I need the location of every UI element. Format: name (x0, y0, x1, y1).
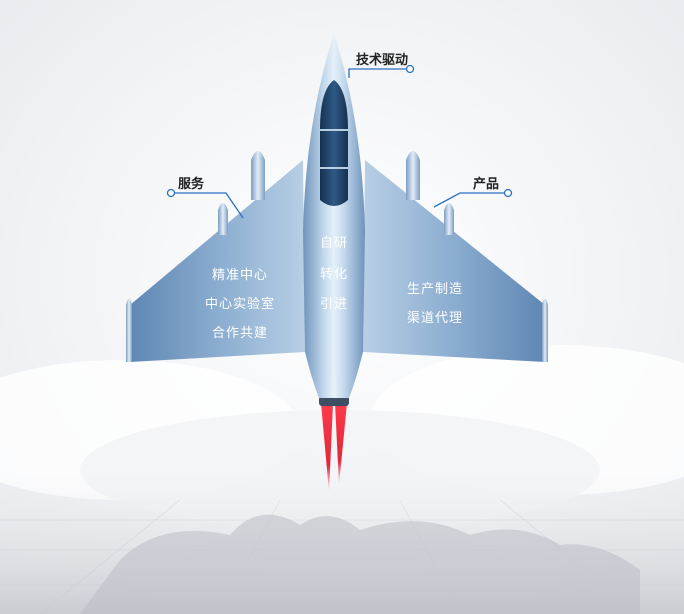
callout-line-top (348, 68, 410, 78)
left-wing-label: 精准中心 (211, 268, 268, 283)
left-wing-label: 中心实验室 (204, 297, 275, 312)
left-wingtip-missile (126, 298, 132, 362)
right-wing-label: 生产制造 (406, 282, 463, 297)
callout-line-right (433, 192, 508, 208)
callout-line-left (171, 192, 244, 219)
fuselage (303, 34, 365, 398)
left-pylon-missile-outer (218, 203, 228, 235)
right-pylon-missile-inner (406, 151, 420, 200)
callout-label-right: 产品 (473, 177, 500, 192)
callout-label-left: 服务 (178, 177, 205, 192)
right-wingtip-missile (542, 298, 548, 362)
right-pylon-missile-outer (444, 203, 454, 235)
callout-dot-top (405, 64, 415, 74)
callout-dot-left (166, 188, 176, 198)
right-wing (363, 160, 545, 362)
map-grid (0, 499, 684, 614)
map-landmass (80, 514, 640, 614)
exhaust-flame-right (335, 403, 347, 485)
left-wing (130, 160, 305, 362)
callout-label-top: 技术驱动 (356, 53, 409, 68)
cockpit-canopy (320, 80, 348, 206)
exhaust-flame-left (321, 403, 333, 492)
tail-fin (331, 345, 337, 395)
left-pylon-missile-inner (251, 151, 265, 200)
callout-dot-right (503, 188, 513, 198)
left-wing-label: 合作共建 (211, 326, 268, 341)
fuselage-label: 自研 (319, 236, 348, 251)
right-wing-label: 渠道代理 (406, 311, 463, 326)
fuselage-label: 引进 (319, 297, 348, 312)
engine-nozzle (319, 396, 349, 406)
fuselage-label: 转化 (319, 267, 348, 282)
